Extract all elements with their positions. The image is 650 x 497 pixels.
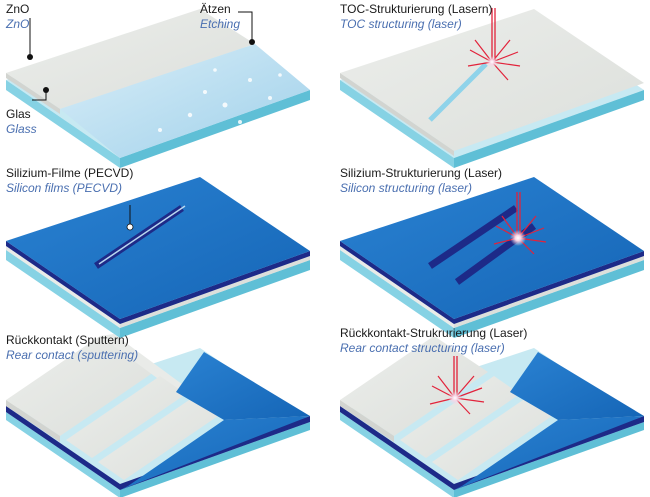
label-rear-contact-structuring-en: Rear contact structuring (laser) bbox=[340, 341, 505, 355]
panel-silicon-films bbox=[6, 177, 310, 338]
label-rear-contact-en: Rear contact (sputtering) bbox=[6, 348, 139, 362]
laser-beam bbox=[491, 8, 496, 60]
label-zno-de: ZnO bbox=[6, 2, 30, 16]
label-silicon-structuring-en: Silicon structuring (laser) bbox=[340, 181, 473, 195]
label-zno-en: ZnO bbox=[6, 17, 30, 31]
label-glass-de: Glas bbox=[6, 107, 31, 121]
label-toc-de: TOC-Strukturierung (Lasern) bbox=[340, 2, 493, 16]
panel-toc bbox=[340, 8, 644, 168]
label-rear-contact-structuring-de: Rückkontakt-Strukrurierung (Laser) bbox=[340, 326, 528, 340]
label-etching-en: Etching bbox=[200, 17, 241, 31]
panel-silicon-structuring bbox=[340, 177, 644, 338]
label-rear-contact-de: Rückkontakt (Sputtern) bbox=[6, 333, 129, 347]
label-silicon-films-en: Silicon films (PECVD) bbox=[6, 181, 123, 195]
label-glass-en: Glass bbox=[6, 122, 37, 136]
label-toc-en: TOC structuring (laser) bbox=[340, 17, 462, 31]
label-etching-de: Ätzen bbox=[200, 2, 231, 16]
panel-zno-etching bbox=[6, 9, 310, 168]
label-silicon-structuring-de: Silizium-Strukturierung (Laser) bbox=[340, 166, 503, 180]
label-silicon-films-de: Silizium-Filme (PECVD) bbox=[6, 166, 134, 180]
panel-rear-contact-structuring bbox=[340, 336, 644, 497]
panel-rear-contact bbox=[6, 334, 310, 497]
